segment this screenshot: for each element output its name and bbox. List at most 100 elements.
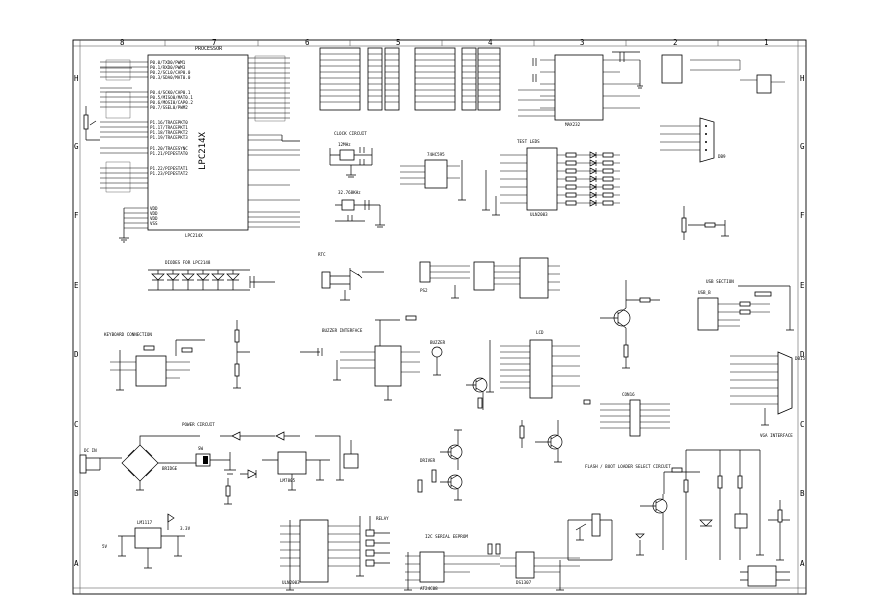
i2c-title: I2C SERIAL EEPROM <box>425 534 468 539</box>
col-4: 4 <box>488 38 493 47</box>
svg-text:12MHz: 12MHz <box>338 142 351 147</box>
vga-conn-label: DB15 <box>795 356 806 361</box>
test-leds-title: TEST LEDS <box>517 139 540 144</box>
relay-coils <box>365 529 375 567</box>
svg-text:VDD: VDD <box>150 206 158 211</box>
lcd-connector: CON16 <box>583 392 670 437</box>
uln-relay-label: ULN2003 <box>282 580 300 585</box>
col-1: 1 <box>764 38 769 47</box>
i2c-eeprom: I2C SERIAL EEPROM AT24C08 <box>404 534 501 591</box>
boot-title: FLASH / BOOT LOADER SELECT CIRCUIT <box>585 464 671 469</box>
svg-text:3.3V: 3.3V <box>180 526 191 531</box>
power-title: POWER CIRCUIT <box>182 422 215 427</box>
svg-text:P0.1/RXD0/PWM3: P0.1/RXD0/PWM3 <box>150 65 186 70</box>
svg-text:BUZZER: BUZZER <box>430 340 446 345</box>
row-E: E <box>74 281 79 290</box>
svg-text:P1.22/PIPESTAT1: P1.22/PIPESTAT1 <box>150 166 188 171</box>
svg-text:VDD: VDD <box>150 216 158 221</box>
vga-connector: VGA INTERFACE DB15 <box>730 351 806 438</box>
svg-text:5V: 5V <box>102 544 108 549</box>
ps2-label: PS2 <box>420 288 428 293</box>
ps2-block: PS2 <box>419 257 560 299</box>
driver-title: DRIVER <box>420 458 436 463</box>
svg-text:32.768KHz: 32.768KHz <box>338 190 361 195</box>
svg-text:A: A <box>800 559 805 568</box>
processor-block: PROCESSOR LPC214X LPC214X P0.0/TXD0/PWM1… <box>83 46 300 243</box>
shift-register: 74HC595 <box>400 152 466 201</box>
svg-text:C: C <box>800 420 805 429</box>
reset-circuit <box>233 320 250 389</box>
svg-text:F: F <box>800 211 805 220</box>
rtc-block: RTC <box>318 252 384 301</box>
svg-text:P0.7/SSEL0/PWM2: P0.7/SSEL0/PWM2 <box>150 105 188 110</box>
col-5: 5 <box>396 38 401 47</box>
processor-title: PROCESSOR <box>195 46 223 52</box>
cpu-right-stubs <box>248 55 300 228</box>
svg-text:RELAY: RELAY <box>376 516 389 521</box>
diode-array <box>151 270 240 290</box>
col-6: 6 <box>305 38 310 47</box>
col-3: 3 <box>580 38 585 47</box>
svg-text:BRIDGE: BRIDGE <box>162 466 178 471</box>
drawing-frame <box>72 39 807 595</box>
ds1307-label: DS1307 <box>516 580 532 585</box>
row-F: F <box>74 211 79 220</box>
buzzer-title: BUZZER INTERFACE <box>322 328 363 333</box>
buzzer-interface: BUZZER INTERFACE <box>300 315 420 401</box>
row-G: G <box>74 142 79 151</box>
svg-text:P0.4/SCK0/CAP0.1: P0.4/SCK0/CAP0.1 <box>150 90 191 95</box>
svg-text:P1.18/TRACEPKT2: P1.18/TRACEPKT2 <box>150 130 188 135</box>
svg-text:P0.3/SDA0/MAT0.0: P0.3/SDA0/MAT0.0 <box>150 75 191 80</box>
lcd-block: LCD <box>486 330 580 399</box>
clock-circuit: CLOCK CIRCUIT 12MHz 32.768KHz <box>329 131 385 228</box>
lm1117-block: LM1117 5V 3.3V <box>102 513 191 569</box>
led-resistors <box>565 152 577 206</box>
db9-label: DB9 <box>718 154 726 159</box>
row-C: C <box>74 420 79 429</box>
svg-text:P0.2/SCL0/CAP0.0: P0.2/SCL0/CAP0.0 <box>150 70 191 75</box>
svg-text:P1.16/TRACEPKT0: P1.16/TRACEPKT0 <box>150 120 188 125</box>
svg-text:B: B <box>800 489 805 498</box>
row-H: H <box>74 74 79 83</box>
usb-conn-label: USB_B <box>698 290 711 295</box>
db9-connector: DB9 <box>660 117 726 163</box>
column-markers: 8 7 6 5 4 3 2 1 <box>120 38 769 47</box>
row-D: D <box>74 350 79 359</box>
svg-text:P1.17/TRACEPKT1: P1.17/TRACEPKT1 <box>150 125 188 130</box>
svg-text:P1.23/PIPESTAT2: P1.23/PIPESTAT2 <box>150 171 188 176</box>
lm7805-label: LM7805 <box>280 478 296 483</box>
diodes-title: DIODES FOR LPC2148 <box>165 260 211 265</box>
aux-transistor <box>519 420 563 463</box>
max232-label: MAX232 <box>565 122 581 127</box>
usb-title: USB SECTION <box>706 279 734 284</box>
at24-label: AT24C08 <box>420 586 438 591</box>
col-7: 7 <box>212 38 217 47</box>
svg-text:VDD: VDD <box>150 211 158 216</box>
svg-text:D: D <box>800 350 805 359</box>
reset-switch <box>83 106 100 141</box>
col-8: 8 <box>120 38 125 47</box>
svg-text:E: E <box>800 281 805 290</box>
svg-text:SW: SW <box>198 446 204 451</box>
keyboard-block: KEYBOARD CONNECTION <box>104 332 205 391</box>
svg-text:P1.20/TRACESYNC: P1.20/TRACESYNC <box>150 146 188 151</box>
svg-text:P1.21/PIPESTAT0: P1.21/PIPESTAT0 <box>150 151 188 156</box>
svg-text:CON16: CON16 <box>622 392 635 397</box>
header-connectors <box>319 47 501 111</box>
lcd-transistor <box>466 377 488 410</box>
lcd-title: LCD <box>536 330 544 335</box>
svg-text:H: H <box>800 74 805 83</box>
max232-block: MAX232 <box>518 51 785 127</box>
cpu-left-stubs <box>100 59 148 243</box>
driver-block: DRIVER <box>417 429 463 501</box>
vga-title: VGA INTERFACE <box>760 433 793 438</box>
svg-text:DC IN: DC IN <box>84 448 97 453</box>
usb-section: USB SECTION USB_B <box>697 279 794 331</box>
test-leds: TEST LEDS ULN2003 <box>482 139 620 217</box>
row-B: B <box>74 489 79 498</box>
cpu-left-pins: P0.0/TXD0/PWM1 P0.1/RXD0/PWM3 P0.2/SCL0/… <box>150 60 193 226</box>
svg-text:P0.0/TXD0/PWM1: P0.0/TXD0/PWM1 <box>150 60 186 65</box>
svg-text:P0.6/MOSI0/CAP0.2: P0.6/MOSI0/CAP0.2 <box>150 100 193 105</box>
row-A: A <box>74 559 79 568</box>
